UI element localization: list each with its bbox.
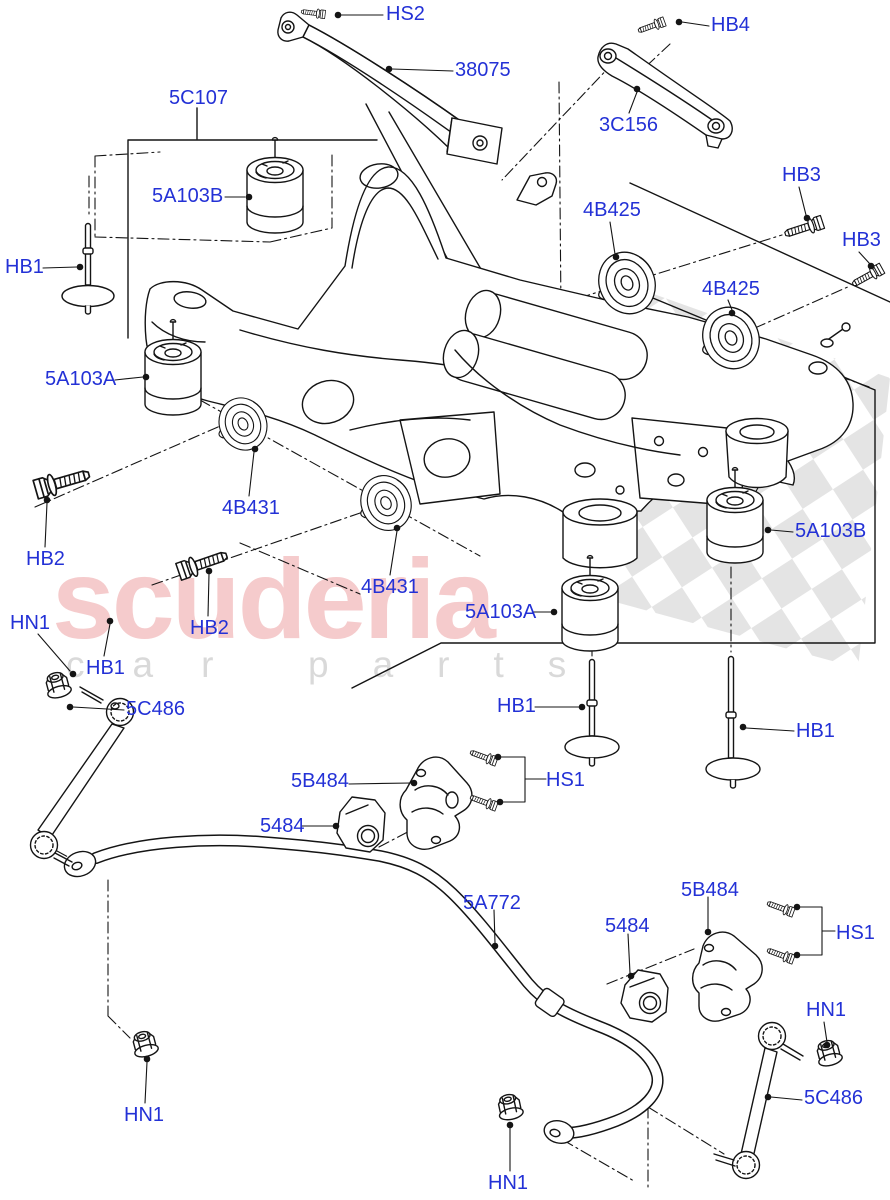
stabilizer-bar-5a772 (63, 834, 664, 1145)
clamp-5b484-left (399, 756, 473, 850)
part-label-3c156-4: 3C156 (599, 114, 658, 136)
part-label-hb4-1: HB4 (711, 14, 750, 36)
part-label-4b431-12: 4B431 (222, 497, 280, 519)
part-label-5a103b-13: 5A103B (795, 520, 867, 542)
part-label-5a103a-11: 5A103A (45, 368, 117, 390)
screw-hs1-right-upper (765, 897, 796, 919)
part-label-hn1-17: HN1 (10, 612, 51, 634)
bushing-5a103b-top (246, 136, 304, 234)
part-label-4b425-7: 4B425 (583, 199, 641, 221)
bushing-5a103a-bottom (561, 554, 619, 652)
nut-hn1-left (42, 669, 74, 701)
part-label-5a772-27: 5A772 (463, 892, 521, 914)
part-label-hb2-14: HB2 (26, 548, 65, 570)
washer-bolt-hb1-top-left (61, 222, 115, 315)
part-label-5b484-26: 5B484 (681, 879, 739, 901)
washer-bolt-hb1-right (705, 655, 761, 789)
part-label-5a103b-6: 5A103B (152, 185, 224, 207)
part-label-5b484-23: 5B484 (291, 770, 349, 792)
part-label-hb3-5: HB3 (782, 164, 821, 186)
part-label-5c486-21: 5C486 (126, 698, 185, 720)
part-label-hb1-20: HB1 (497, 695, 536, 717)
crossmember-brace-38075 (277, 11, 541, 371)
part-label-hs1-24: HS1 (546, 769, 585, 791)
part-label-hn1-33: HN1 (488, 1172, 529, 1194)
link-5c486-left (29, 686, 135, 867)
part-label-4b425-10: 4B425 (702, 278, 760, 300)
part-label-hb2-18: HB2 (190, 617, 229, 639)
watermark-tagline-parts: parts (308, 644, 611, 685)
leader-lines (37, 11, 875, 1172)
stabilizer-bushing-5484-right (620, 969, 669, 1023)
part-label-hb1-22: HB1 (796, 720, 835, 742)
part-label-hs2-0: HS2 (386, 3, 425, 25)
bolt-hb4 (636, 15, 667, 37)
clamp-5b484-right (691, 931, 763, 1022)
stabilizer-bushing-5484-left (336, 796, 386, 853)
part-label-5484-28: 5484 (605, 915, 650, 937)
part-label-hb1-9: HB1 (5, 256, 44, 278)
part-label-hb3-8: HB3 (842, 229, 881, 251)
part-label-hn1-32: HN1 (124, 1104, 165, 1126)
part-label-hb1-19: HB1 (86, 657, 125, 679)
screw-hs1-left-upper (468, 746, 499, 768)
bracket-3c156 (597, 42, 733, 149)
screw-hs2 (300, 6, 327, 20)
part-label-5a103a-16: 5A103A (465, 601, 537, 623)
centerline-dash-dot-lines (34, 43, 873, 1191)
bolt-hb2-2 (174, 545, 231, 582)
part-label-5c486-31: 5C486 (804, 1087, 863, 1109)
link-5c486-right (713, 1021, 804, 1180)
part-label-5484-25: 5484 (260, 815, 305, 837)
watermark-tagline-car: car (66, 644, 262, 685)
part-label-38075-2: 38075 (455, 59, 511, 81)
nut-hn1-bottom-left (129, 1028, 161, 1060)
nut-hn1-bottom-center (494, 1091, 525, 1123)
screw-hs1-left-lower (468, 791, 499, 813)
washer-bolt-hb1-middle (564, 658, 620, 767)
bolt-hb3-2 (849, 262, 886, 291)
part-label-hn1-30: HN1 (806, 999, 847, 1021)
part-label-4b431-15: 4B431 (361, 576, 419, 598)
part-label-hs1-29: HS1 (836, 922, 875, 944)
part-label-5c107-3: 5C107 (169, 87, 228, 109)
screw-hs1-right-lower (765, 944, 796, 966)
